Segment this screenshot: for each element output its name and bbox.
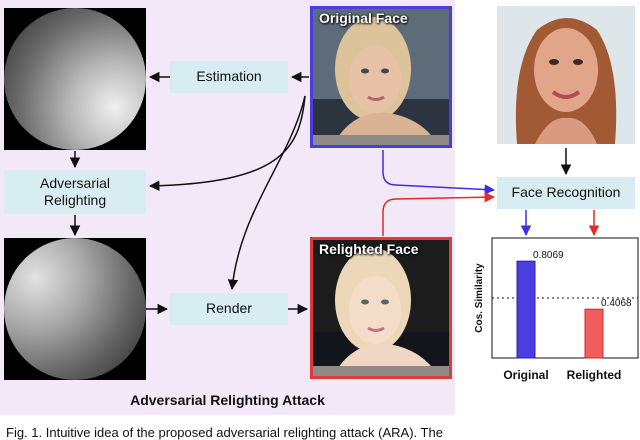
estimation-label: Estimation [196, 68, 262, 85]
relighted-face-image [313, 240, 449, 376]
render-box: Render [170, 293, 288, 325]
x-label-relighted: Relighted [567, 368, 622, 382]
face-recognition-label: Face Recognition [511, 184, 621, 201]
bar-original [516, 260, 536, 359]
face-recognition-box: Face Recognition [497, 177, 635, 209]
arrow-original-to-recognition [382, 150, 496, 195]
original-face-image [313, 9, 449, 145]
adversarial-relighting-label: Adversarial Relighting [39, 174, 111, 209]
x-label-original: Original [503, 368, 548, 382]
bar-relighted [584, 308, 604, 359]
value-label-original: 0.8069 [533, 250, 564, 261]
x-labels-group: Original Relighted [503, 368, 621, 382]
bars-group: 0.8069 0.4068 [516, 250, 632, 359]
attack-title: Adversarial Relighting Attack [130, 392, 325, 408]
shading-sphere-estimated [4, 8, 146, 150]
chart-ylabel: Cos. Similarity [474, 263, 485, 333]
render-label: Render [206, 300, 252, 317]
original-face-label: Original Face [319, 10, 408, 26]
arrow-face-to-render [227, 95, 306, 291]
reference-face-photo [497, 6, 635, 144]
arrow-face-to-relighting [148, 95, 306, 192]
figure-caption: Fig. 1. Intuitive idea of the proposed a… [6, 425, 443, 440]
relighted-face-photo: Relighted Face [310, 237, 452, 379]
arrow-relighted-to-recognition [382, 191, 496, 236]
reference-face-image [497, 6, 635, 144]
relighted-face-label: Relighted Face [319, 241, 419, 257]
similarity-chart: Cos. Similarity 0.8069 0.4068 Original Rel… [474, 237, 639, 382]
adversarial-relighting-box: Adversarial Relighting [4, 170, 146, 214]
value-label-relighted: 0.4068 [601, 298, 632, 309]
shading-sphere-relighted [4, 238, 146, 380]
original-face-photo: Original Face [310, 6, 452, 148]
estimation-box: Estimation [170, 61, 288, 93]
